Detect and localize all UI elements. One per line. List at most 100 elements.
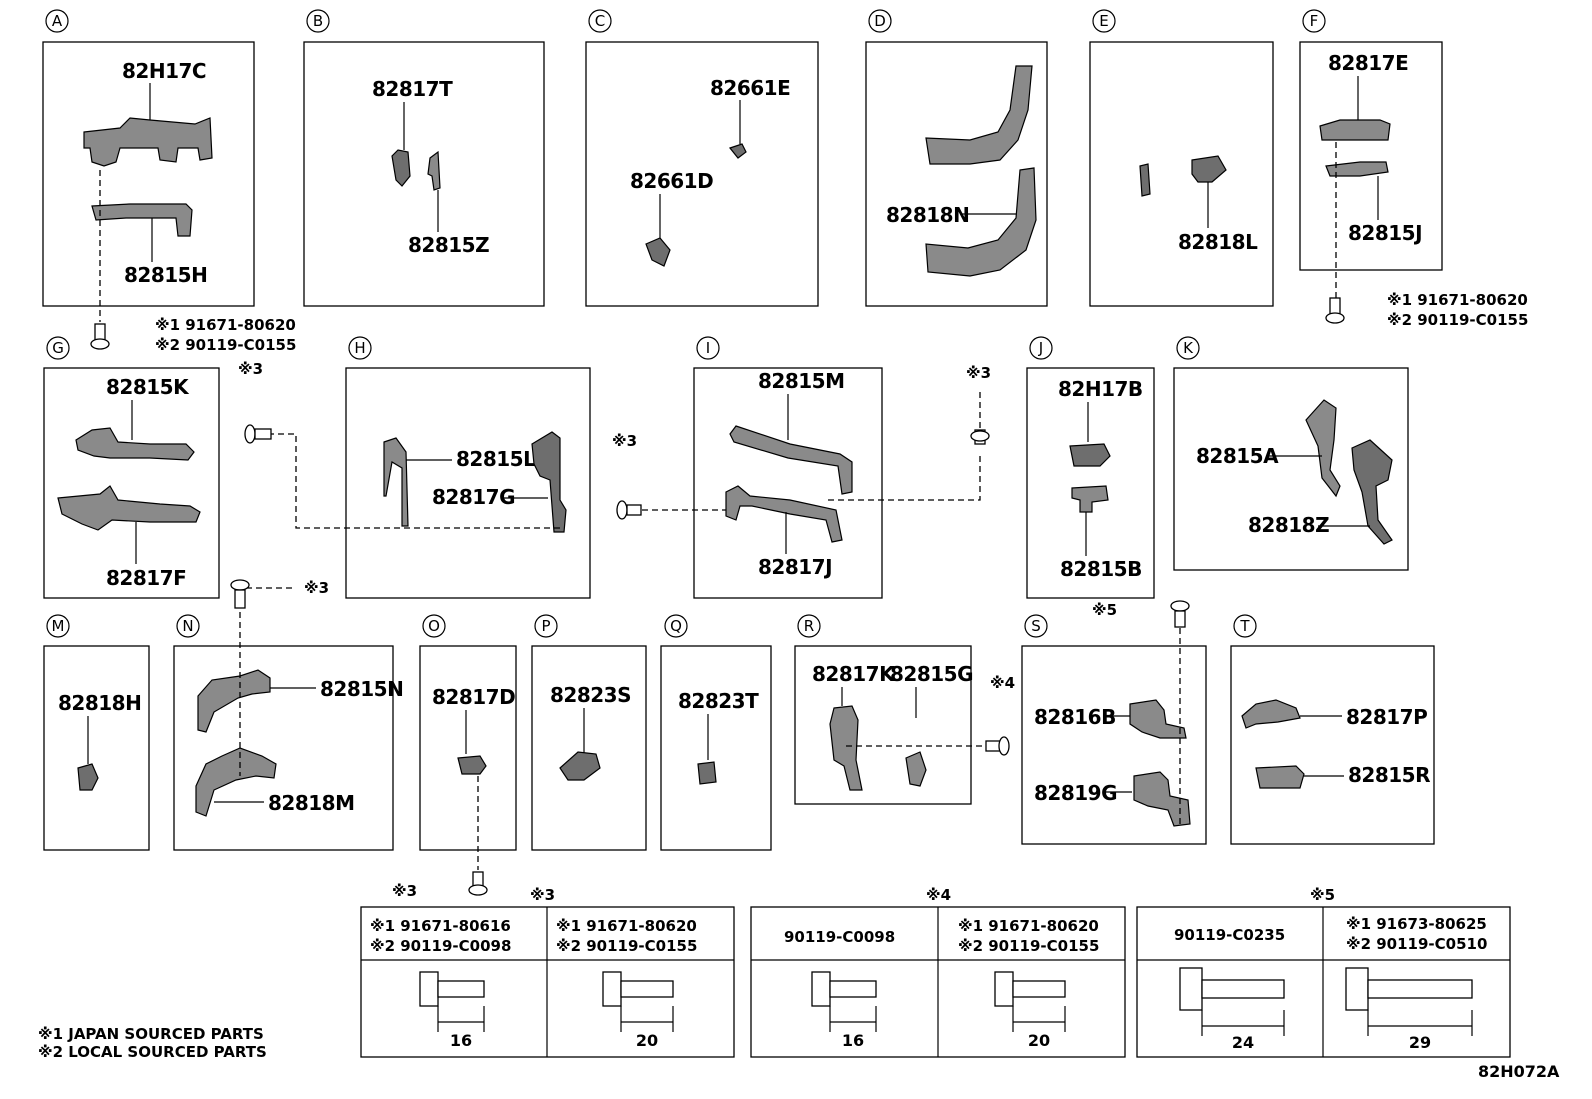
- svg-text:※3: ※3: [392, 882, 417, 900]
- section-label-i: I: [696, 336, 720, 360]
- bolt-a: ※1 91671-80620 ※2 90119-C0155: [90, 316, 296, 354]
- bracket-part: [925, 65, 1033, 165]
- section-h: 82815L 82817G: [268, 431, 567, 533]
- bolt-h: ※3: [238, 360, 272, 444]
- section-label-n: N: [176, 614, 200, 638]
- section-r: 82817K 82815G: [812, 662, 986, 791]
- bracket-part: [1351, 439, 1393, 545]
- svg-text:※1 91671-80620: ※1 91671-80620: [556, 917, 697, 935]
- svg-text:※2 90119-C0155: ※2 90119-C0155: [155, 336, 296, 354]
- fastener-table-3: ※3 ※1 91671-80616 ※2 90119-C0098 ※1 9167…: [360, 886, 735, 1058]
- bolt-icon: [472, 871, 484, 887]
- clip-part: [645, 237, 671, 267]
- svg-text:H: H: [354, 339, 365, 357]
- section-label-j: J: [1029, 336, 1053, 360]
- svg-text:J: J: [1038, 339, 1043, 357]
- bolt-r: ※4: [985, 674, 1015, 756]
- note-local: ※2 LOCAL SOURCED PARTS: [38, 1043, 267, 1061]
- part-label: 82823S: [550, 683, 631, 707]
- section-label-m: M: [46, 614, 70, 638]
- section-g: 82815K 82817F: [57, 375, 201, 590]
- part-label: 82815M: [758, 369, 844, 393]
- svg-text:K: K: [1183, 339, 1194, 357]
- part-label: 82818Z: [1248, 513, 1329, 537]
- part-label: 82815R: [1348, 763, 1430, 787]
- svg-text:※2 90119-C0098: ※2 90119-C0098: [370, 937, 511, 955]
- svg-text:90119-C0098: 90119-C0098: [784, 928, 895, 946]
- part-label: 82816B: [1034, 705, 1116, 729]
- fastener-table-5: ※5 90119-C0235 ※1 91673-80625 ※2 90119-C…: [1136, 886, 1511, 1058]
- bolt-icon: [1345, 967, 1369, 1011]
- part-label: 82661D: [630, 169, 713, 193]
- part-label: 82815G: [890, 662, 973, 686]
- bolt-icon: [994, 971, 1014, 1007]
- section-label-a: A: [45, 9, 69, 33]
- bolt-icon: [602, 971, 622, 1007]
- part-label: 82818H: [58, 691, 141, 715]
- part-label: 82817D: [432, 685, 515, 709]
- svg-text:N: N: [182, 617, 193, 635]
- svg-text:※1 91671-80620: ※1 91671-80620: [155, 316, 296, 334]
- svg-text:16: 16: [842, 1031, 864, 1050]
- svg-text:※3: ※3: [612, 432, 637, 450]
- section-frames: [42, 41, 1443, 851]
- bracket-part: [725, 485, 843, 543]
- svg-text:※2 90119-C0155: ※2 90119-C0155: [556, 937, 697, 955]
- svg-text:24: 24: [1232, 1033, 1254, 1052]
- part-label: 82815K: [106, 375, 190, 399]
- bolt-icon: [419, 971, 439, 1007]
- part-label: 82661E: [710, 76, 790, 100]
- note-japan: ※1 JAPAN SOURCED PARTS: [38, 1025, 264, 1043]
- svg-text:Q: Q: [670, 617, 682, 635]
- section-s: 82816B 82819G: [1034, 628, 1191, 827]
- svg-text:29: 29: [1409, 1033, 1431, 1052]
- bracket-part: [75, 427, 195, 461]
- bolt-icon: [1170, 600, 1190, 612]
- section-label-c: C: [588, 9, 612, 33]
- section-label-h: H: [348, 336, 372, 360]
- part-label: 82818N: [886, 203, 969, 227]
- svg-text:※5: ※5: [1310, 886, 1335, 904]
- bolt-icon: [94, 323, 106, 341]
- fastener-table-4: ※4 90119-C0098 ※1 91671-80620 ※2 90119-C…: [750, 886, 1126, 1058]
- svg-text:※2 90119-C0155: ※2 90119-C0155: [1387, 311, 1528, 329]
- svg-text:※3: ※3: [966, 364, 991, 382]
- part-label: 82815Z: [408, 233, 489, 257]
- svg-text:※3: ※3: [238, 360, 263, 378]
- svg-text:※1 91673-80625: ※1 91673-80625: [1346, 915, 1487, 933]
- svg-text:※1 91671-80620: ※1 91671-80620: [958, 917, 1099, 935]
- bracket-part: [531, 431, 567, 533]
- bracket-part: [925, 167, 1037, 277]
- svg-text:C: C: [595, 12, 605, 30]
- svg-text:A: A: [52, 12, 63, 30]
- part-label: 82817K: [812, 662, 896, 686]
- svg-text:※2 90119-C0510: ※2 90119-C0510: [1346, 935, 1487, 953]
- bolt-n: ※3: [230, 579, 329, 609]
- part-label: 82815A: [1196, 444, 1279, 468]
- part-label: 82823T: [678, 689, 759, 713]
- section-circle-labels: A B C D E F G H I J K M N O P Q R S T: [45, 9, 1326, 638]
- section-e: 82818L: [1139, 155, 1259, 254]
- part-label: 82815J: [1348, 221, 1422, 245]
- bracket-part: [91, 203, 193, 237]
- section-c: 82661E 82661D: [630, 76, 791, 267]
- svg-text:※1 91671-80620: ※1 91671-80620: [1387, 291, 1528, 309]
- svg-text:B: B: [313, 12, 323, 30]
- svg-text:F: F: [1310, 12, 1319, 30]
- section-a: 82H17C 82815H: [83, 59, 213, 322]
- bracket-part: [1255, 765, 1305, 789]
- section-label-r: R: [797, 614, 821, 638]
- section-label-p: P: [534, 614, 558, 638]
- bolt-f: ※1 91671-80620 ※2 90119-C0155: [1325, 291, 1528, 329]
- section-d: 82818N: [886, 65, 1037, 277]
- section-f: 82817E 82815J: [1319, 51, 1423, 298]
- section-t: 82817P 82815R: [1241, 699, 1431, 789]
- section-q: 82823T: [678, 689, 760, 785]
- part-label: 82815B: [1060, 557, 1142, 581]
- section-k: 82815A 82818Z: [1196, 399, 1393, 545]
- bolt-o: ※3: [392, 871, 488, 900]
- clip-part: [383, 437, 409, 527]
- section-label-d: D: [868, 9, 892, 33]
- clip-part: [905, 751, 927, 787]
